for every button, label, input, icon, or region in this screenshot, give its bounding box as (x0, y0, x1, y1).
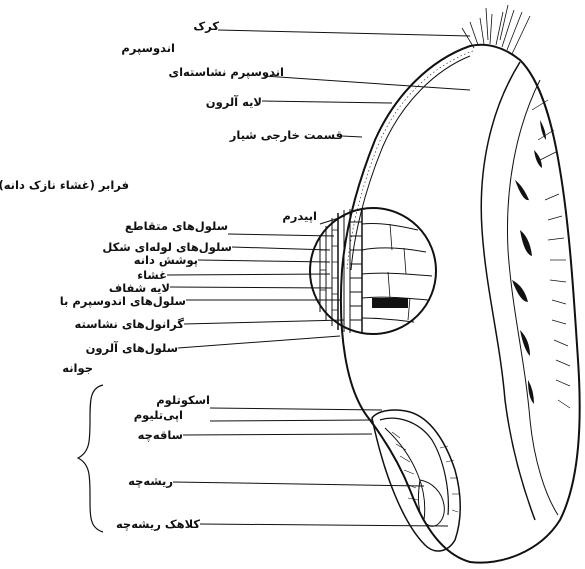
label-aleurone-layer: لایه آلرون (206, 95, 262, 110)
aleurone-band-hatch (347, 51, 473, 270)
label-plumule: ساقه‌چه (138, 428, 183, 442)
germ-outline (372, 410, 460, 551)
label-aleurone-cells: سلول‌های آلرون (86, 341, 178, 356)
label-endosperm: اندوسپرم (121, 41, 175, 56)
label-cross-cells: سلول‌های متقاطع (125, 219, 228, 234)
label-hyaline-layer: لایه شفاف (109, 281, 170, 295)
label-epidermis: اپیدرم (282, 209, 317, 223)
crease-shading (512, 120, 546, 404)
label-starch-granules: گرانول‌های نشاسته (75, 317, 185, 332)
aleurone-band (351, 56, 470, 270)
label-germ: جوانه (62, 361, 93, 376)
magnified-layers (320, 209, 432, 333)
label-scutellum: اسکوتلوم (156, 393, 210, 408)
label-crease-exterior: قسمت خارجی شیار (229, 128, 343, 142)
crease-lobe-inner (507, 80, 558, 515)
magnifier-circle (310, 208, 436, 334)
label-membrane: غشاء (137, 268, 167, 282)
label-epithelium: اپی‌تلیوم (134, 408, 183, 423)
crease-hatching (532, 100, 570, 408)
crease-lobe (481, 62, 535, 520)
label-radicle: ریشه‌چه (128, 474, 173, 488)
label-root-cap: کلاهک ریشه‌چه (116, 517, 200, 531)
label-beard: کرک (193, 19, 219, 33)
label-starchy-endosperm: اندوسپرم نشاسته‌ای (169, 65, 284, 80)
label-endosperm-cells-with: سلول‌های اندوسپرم با (60, 294, 186, 309)
label-seed-coat: پوشش دانه (134, 253, 198, 268)
label-pericarp: فرابر (غشاء نازک دانه) (0, 178, 129, 192)
